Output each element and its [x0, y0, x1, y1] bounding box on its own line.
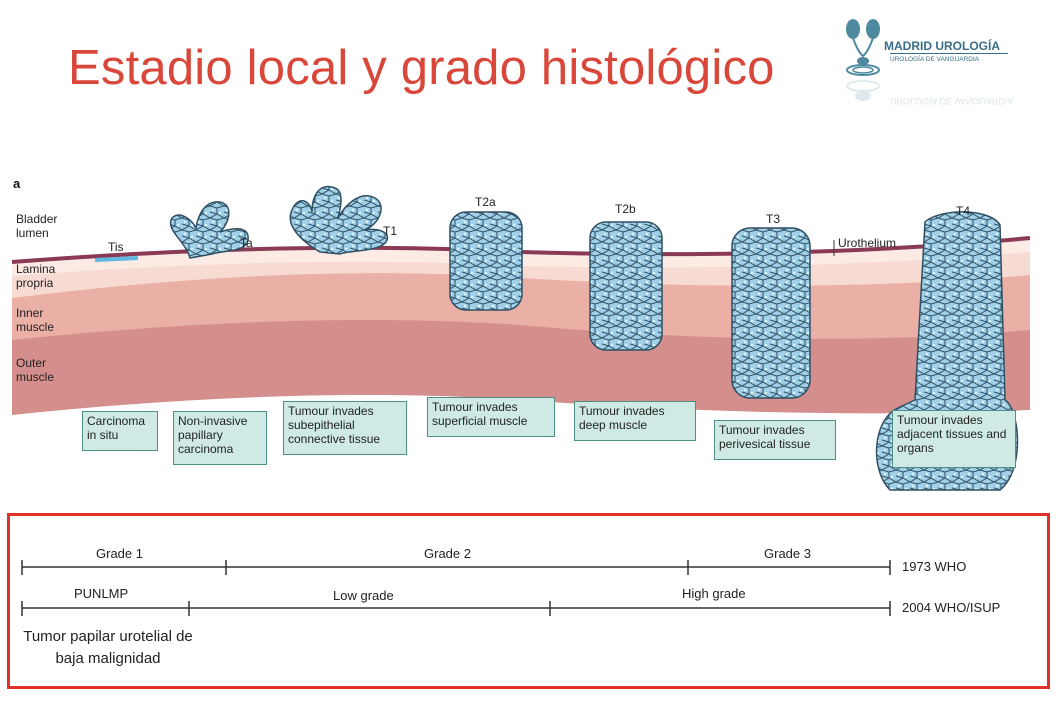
who-2004-label: 2004 WHO/ISUP: [902, 600, 1001, 615]
label-outer-muscle: Outer muscle: [16, 356, 55, 384]
label-lamina-propria: Lamina propria: [16, 262, 56, 290]
high-grade-label: High grade: [682, 586, 746, 601]
grade-2-label: Grade 2: [424, 546, 471, 561]
label-urothelium: Urothelium: [838, 236, 897, 250]
slide-title: Estadio local y grado histológico: [68, 41, 775, 95]
tumour-ta: [169, 201, 249, 259]
label-inner-muscle: Inner muscle: [16, 306, 55, 334]
punlmp-label: PUNLMP: [74, 586, 129, 601]
panel-letter: a: [13, 176, 21, 191]
grade-3-label: Grade 3: [764, 546, 811, 561]
bladder-wall-illustration: a: [11, 176, 1031, 491]
desc-t2b: Tumour invades deep muscle: [574, 401, 696, 441]
tumour-t2b: [589, 221, 663, 351]
desc-t4: Tumour invades adjacent tissues and orga…: [892, 410, 1016, 468]
stage-t1: T1: [383, 224, 398, 238]
desc-t3: Tumour invades perivesical tissue: [714, 420, 836, 460]
kidney-logo-icon: [846, 19, 880, 101]
low-grade-label: Low grade: [333, 588, 394, 603]
madrid-urologia-logo: MADRID UROLOGÍA UROLOGÍA DE VANGUARDIA U…: [840, 16, 1020, 110]
stage-t2a: T2a: [475, 195, 496, 209]
label-bladder-lumen: Bladder lumen: [16, 212, 58, 240]
desc-t2a: Tumour invades superficial muscle: [427, 397, 555, 437]
logo-name: MADRID UROLOGÍA: [884, 39, 1000, 53]
who-1973-label: 1973 WHO: [902, 559, 967, 574]
stage-tis: Tis: [108, 240, 124, 254]
stage-t2b: T2b: [615, 202, 636, 216]
desc-ta: Non-invasive papillary carcinoma: [173, 411, 267, 465]
desc-t1: Tumour invades subepithelial connective …: [283, 401, 407, 455]
stage-ta: Ta: [240, 236, 253, 250]
logo-divider: [890, 53, 1008, 54]
desc-tis: Carcinoma in situ: [82, 411, 158, 451]
bladder-staging-diagram: a Bladder lumen Lamina propria Inner mus…: [0, 170, 1059, 500]
stage-t4: T4: [956, 204, 971, 218]
grade-1-label: Grade 1: [96, 546, 143, 561]
tumour-t3: [731, 227, 811, 399]
tumour-t1: [289, 185, 389, 255]
grading-highlight-box: [7, 513, 1050, 689]
tumour-t2a: [449, 211, 523, 311]
logo-tagline: UROLOGÍA DE VANGUARDIA: [890, 56, 980, 63]
stage-t3: T3: [766, 212, 781, 226]
punlmp-spanish-note: Tumor papilar urotelial de baja malignid…: [23, 628, 193, 667]
